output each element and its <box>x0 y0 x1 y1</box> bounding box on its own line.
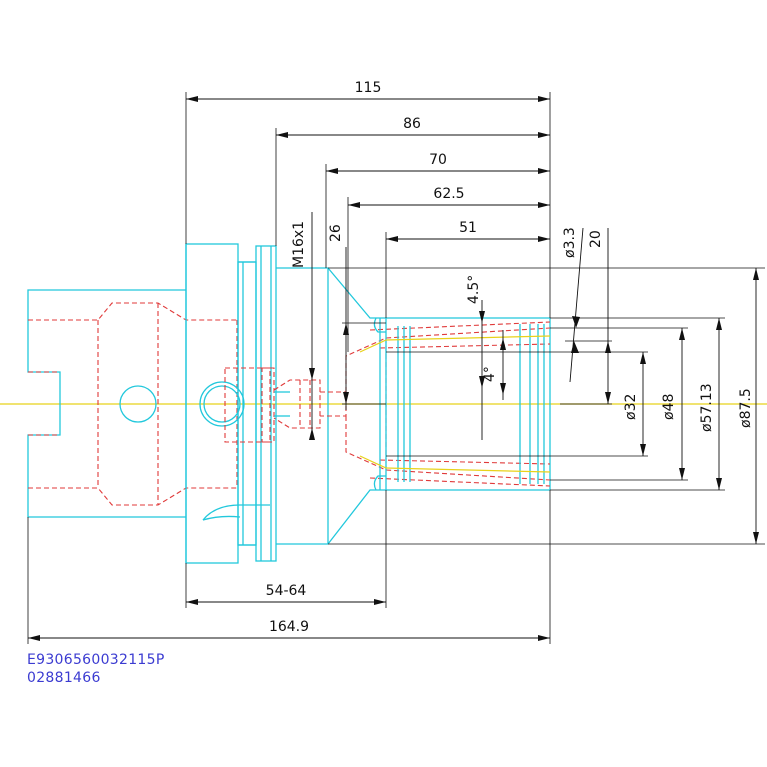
dim-51 <box>386 236 550 242</box>
dim-70 <box>326 168 550 174</box>
shank-cross-hole <box>119 385 157 423</box>
shank-hidden-bore <box>28 302 238 506</box>
dim-48-label: ø48 <box>661 394 677 420</box>
dim-angle-4 <box>500 330 506 400</box>
collet-chamfer-lines <box>359 335 551 473</box>
dim-angle-4-5 <box>479 300 485 440</box>
dim-32 <box>640 352 646 456</box>
dim-87-5 <box>753 268 759 544</box>
dim-51-label: 51 <box>459 220 477 236</box>
dim-86 <box>276 132 550 138</box>
dim-26-label: 26 <box>328 224 344 242</box>
dim-m16 <box>309 212 315 440</box>
dim-angle-4-label: 4° <box>482 366 498 382</box>
dim-164-9 <box>28 635 550 641</box>
dim-26 <box>343 247 349 410</box>
dim-164-9-label: 164.9 <box>269 619 309 635</box>
dim-87-5-label: ø87.5 <box>738 388 754 428</box>
dim-70-label: 70 <box>429 152 447 168</box>
body-outline <box>276 267 551 545</box>
part-code-line-2: 02881466 <box>27 670 101 686</box>
dim-54-64 <box>186 599 386 605</box>
dim-20-label: 20 <box>588 230 604 248</box>
dim-115-label: 115 <box>355 80 382 96</box>
dim-86-label: 86 <box>403 116 421 132</box>
dim-62-5-label: 62.5 <box>433 186 464 202</box>
stop-screw-hidden <box>224 367 347 443</box>
dim-20 <box>605 228 611 404</box>
part-code-line-1: E9306560032115P <box>27 652 165 668</box>
flange <box>185 243 277 564</box>
extension-lines <box>27 92 765 644</box>
dim-3-3 <box>569 227 584 383</box>
dim-3-3-label: ø3.3 <box>562 227 578 258</box>
dim-57-13-label: ø57.13 <box>699 383 715 432</box>
dim-115 <box>186 96 550 102</box>
dim-57-13 <box>716 318 722 490</box>
dim-m16-label: M16x1 <box>291 221 307 268</box>
dim-angle-4-5-label: 4.5° <box>466 275 482 304</box>
dim-48 <box>679 328 685 480</box>
dim-32-label: ø32 <box>623 394 639 420</box>
dim-62-5 <box>348 202 550 208</box>
dim-54-64-label: 54-64 <box>266 583 307 599</box>
